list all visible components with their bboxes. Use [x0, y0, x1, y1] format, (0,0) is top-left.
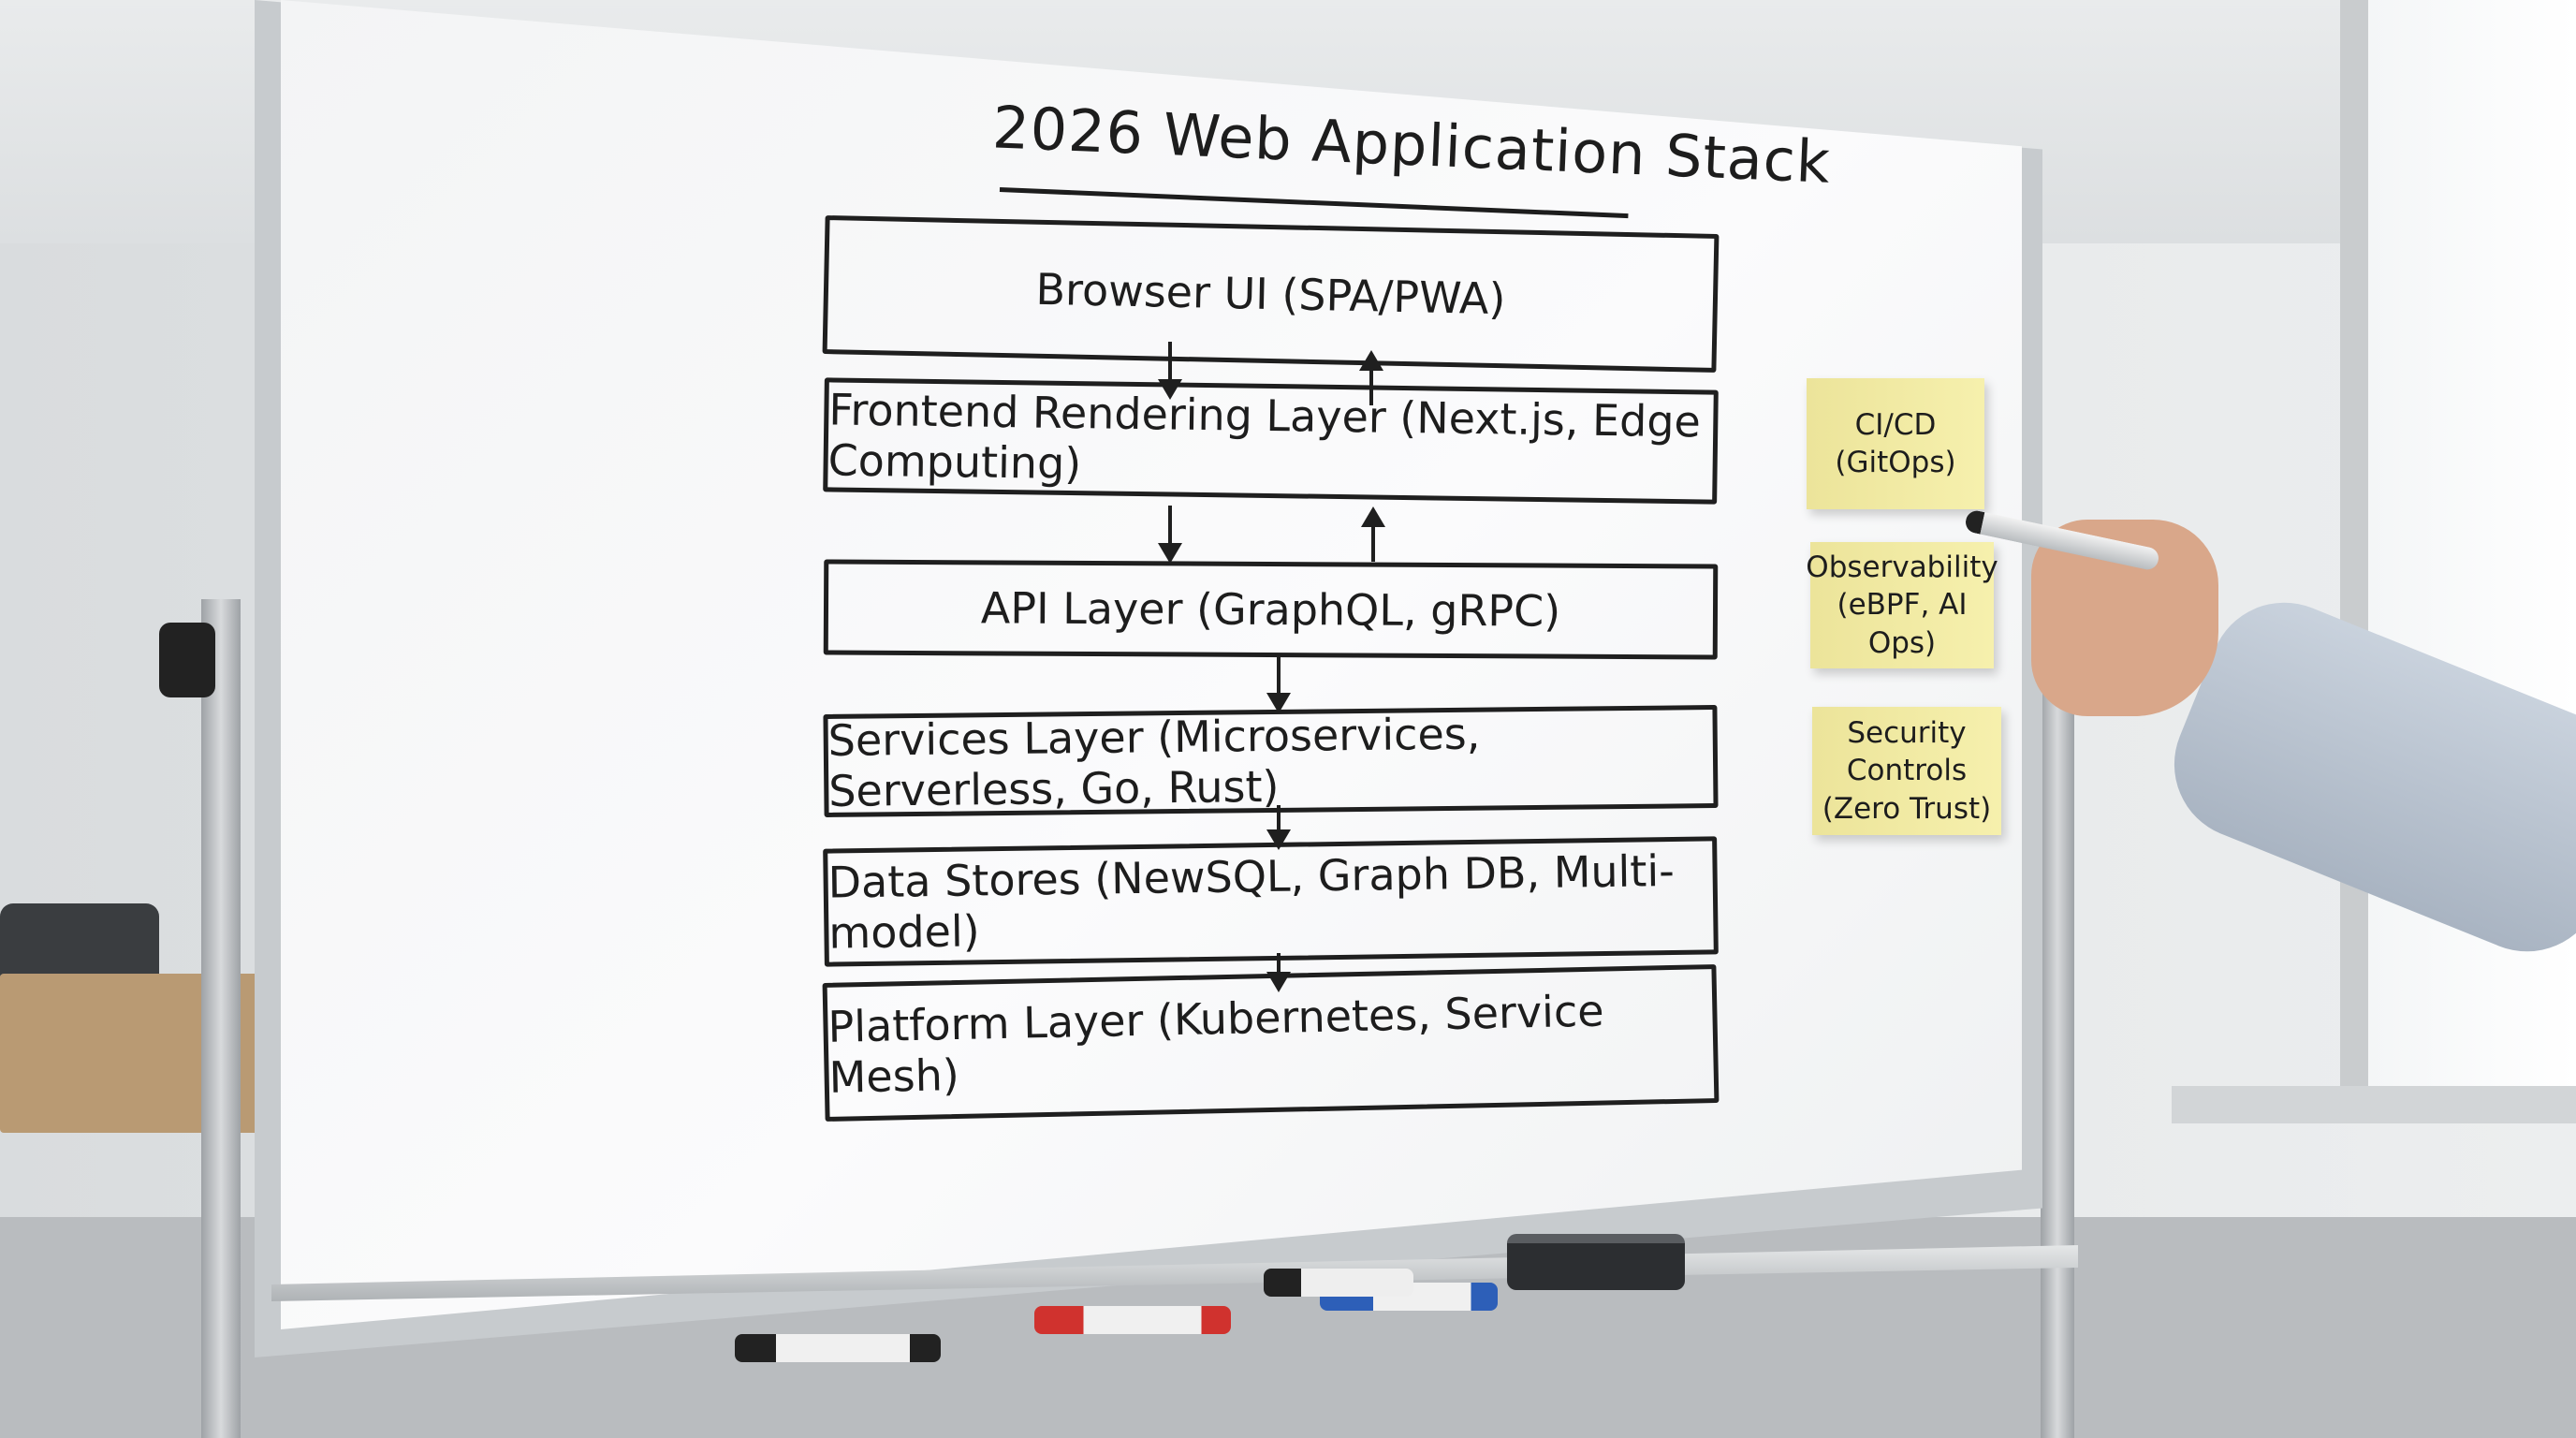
- arrow-down-services-to-data: [1266, 805, 1291, 850]
- sticky-line1: CI/CD: [1854, 407, 1937, 442]
- layer-data-stores: Data Stores (NewSQL, Graph DB, Multi-mod…: [823, 836, 1719, 967]
- layer-browser-ui: Browser UI (SPA/PWA): [822, 215, 1720, 373]
- black-marker-2[interactable]: [1264, 1269, 1413, 1297]
- layer-frontend-rendering: Frontend Rendering Layer (Next.js, Edge …: [823, 377, 1719, 505]
- whiteboard-eraser[interactable]: [1507, 1234, 1685, 1290]
- arrow-up-frontend-to-browser: [1359, 350, 1383, 405]
- sticky-note-observability: Observability (eBPF, AI Ops): [1806, 542, 1998, 668]
- window-sill: [2172, 1086, 2576, 1123]
- red-marker[interactable]: [1034, 1306, 1231, 1334]
- sticky-line2: (GitOps): [1835, 446, 1956, 479]
- arrow-down-data-to-platform: [1266, 953, 1291, 992]
- arrow-down-frontend-to-api: [1158, 506, 1182, 564]
- sticky-line2: (eBPF, AI Ops): [1837, 588, 1968, 660]
- whiteboard: [281, 0, 2022, 1329]
- sticky-note-security: Security Controls (Zero Trust): [1812, 707, 2001, 835]
- black-marker[interactable]: [735, 1334, 941, 1362]
- layer-api: API Layer (GraphQL, gRPC): [823, 559, 1719, 660]
- arrow-down-api-to-services: [1266, 655, 1291, 713]
- whiteboard-stand-left: [201, 599, 241, 1438]
- layer-services: Services Layer (Microservices, Serverles…: [823, 705, 1719, 817]
- stand-knob: [159, 623, 215, 697]
- sticky-line1: Security Controls: [1846, 716, 1968, 788]
- arrow-down-browser-to-frontend: [1158, 342, 1182, 400]
- whiteboard-stand-right: [2041, 599, 2074, 1438]
- sticky-line2: (Zero Trust): [1822, 791, 1992, 826]
- sticky-note-cicd: CI/CD (GitOps): [1807, 378, 1984, 509]
- sticky-line1: Observability: [1806, 550, 1998, 585]
- arrow-up-api-to-frontend: [1361, 506, 1385, 562]
